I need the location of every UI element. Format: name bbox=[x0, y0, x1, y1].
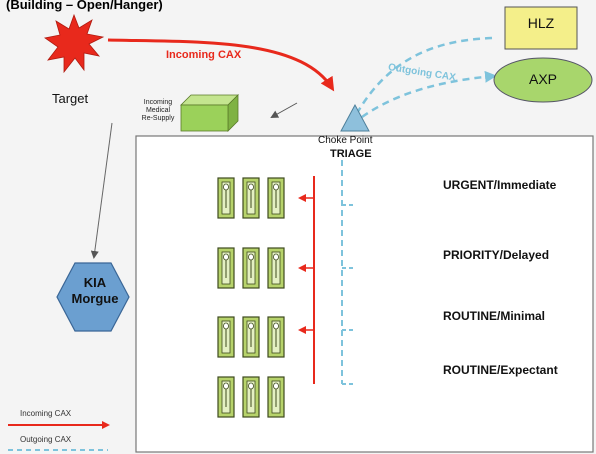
kia-route-line bbox=[90, 122, 113, 259]
stretcher-icon bbox=[242, 316, 260, 358]
stretcher-icon bbox=[217, 177, 235, 219]
triage-label: TRIAGE bbox=[330, 148, 372, 160]
stretcher-icon bbox=[267, 247, 285, 289]
building-area bbox=[135, 135, 594, 453]
category-urgent: URGENT/Immediate bbox=[443, 178, 557, 192]
resupply-arrow bbox=[270, 102, 298, 118]
medical-resupply-box bbox=[180, 94, 239, 132]
resupply-label-line: Medical bbox=[145, 107, 171, 114]
outgoing-cax-arrow-axp bbox=[361, 70, 497, 119]
axp-ellipse bbox=[493, 57, 593, 103]
stretcher-icon bbox=[267, 316, 285, 358]
choke-point-label: Choke Point bbox=[318, 135, 373, 146]
stretcher-icon bbox=[242, 376, 260, 418]
stretcher-icon bbox=[267, 177, 285, 219]
resupply-label-line: Incoming bbox=[143, 99, 173, 106]
target-label: Target bbox=[52, 91, 89, 106]
choke-point-triangle bbox=[340, 103, 370, 132]
category-priority: PRIORITY/Delayed bbox=[443, 248, 550, 262]
legend-incoming-label: Incoming CAX bbox=[20, 409, 72, 418]
stretcher-icon bbox=[267, 376, 285, 418]
diagram-title: (Building – Open/Hanger) bbox=[6, 0, 163, 12]
incoming-cax-label: Incoming CAX bbox=[166, 49, 242, 61]
kia-morgue-label: KIA Morgue bbox=[64, 275, 126, 307]
kia-label-line: Morgue bbox=[71, 291, 119, 306]
resupply-label: Incoming Medical Re-Supply bbox=[128, 99, 188, 123]
stretcher-icon bbox=[217, 376, 235, 418]
kia-label-line: KIA bbox=[83, 275, 107, 290]
kia-morgue-hexagon bbox=[56, 262, 130, 332]
hlz-label: HLZ bbox=[527, 15, 555, 31]
target-burst-icon bbox=[43, 13, 105, 74]
stretcher-grid bbox=[217, 177, 285, 418]
legend-outgoing-label: Outgoing CAX bbox=[20, 435, 72, 444]
outgoing-cax-arrow-hlz bbox=[354, 36, 493, 116]
resupply-label-line: Re-Supply bbox=[141, 115, 175, 122]
category-minimal: ROUTINE/Minimal bbox=[443, 309, 546, 323]
incoming-cax-arrow bbox=[107, 38, 335, 92]
stretcher-icon bbox=[242, 247, 260, 289]
category-expectant: ROUTINE/Expectant bbox=[443, 363, 558, 377]
axp-label: AXP bbox=[528, 71, 557, 87]
stretcher-icon bbox=[242, 177, 260, 219]
stretcher-icon bbox=[217, 316, 235, 358]
stretcher-icon bbox=[217, 247, 235, 289]
hlz-box bbox=[504, 6, 578, 50]
